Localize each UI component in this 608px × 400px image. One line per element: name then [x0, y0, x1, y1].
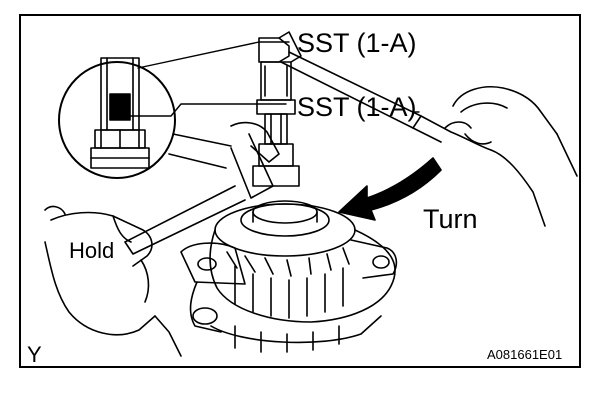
sst-tool	[252, 31, 302, 187]
diagram-frame: SST (1-A) SST (1-A) Turn Hold Y A081661E…	[19, 14, 581, 368]
callout-hold: Hold	[69, 238, 115, 263]
turn-arrow	[338, 157, 442, 221]
alternator-body	[180, 200, 398, 353]
alternator-illustration	[44, 31, 578, 357]
detail-magnifier	[58, 57, 232, 179]
callout-sst-top: SST (1-A)	[297, 28, 417, 58]
left-hand-and-wrench	[44, 121, 280, 357]
callout-sst-lower: SST (1-A)	[297, 92, 417, 122]
callout-turn: Turn	[423, 204, 478, 234]
figure-code: A081661E01	[487, 347, 563, 362]
right-hand	[280, 51, 578, 227]
corner-letter: Y	[27, 342, 42, 367]
